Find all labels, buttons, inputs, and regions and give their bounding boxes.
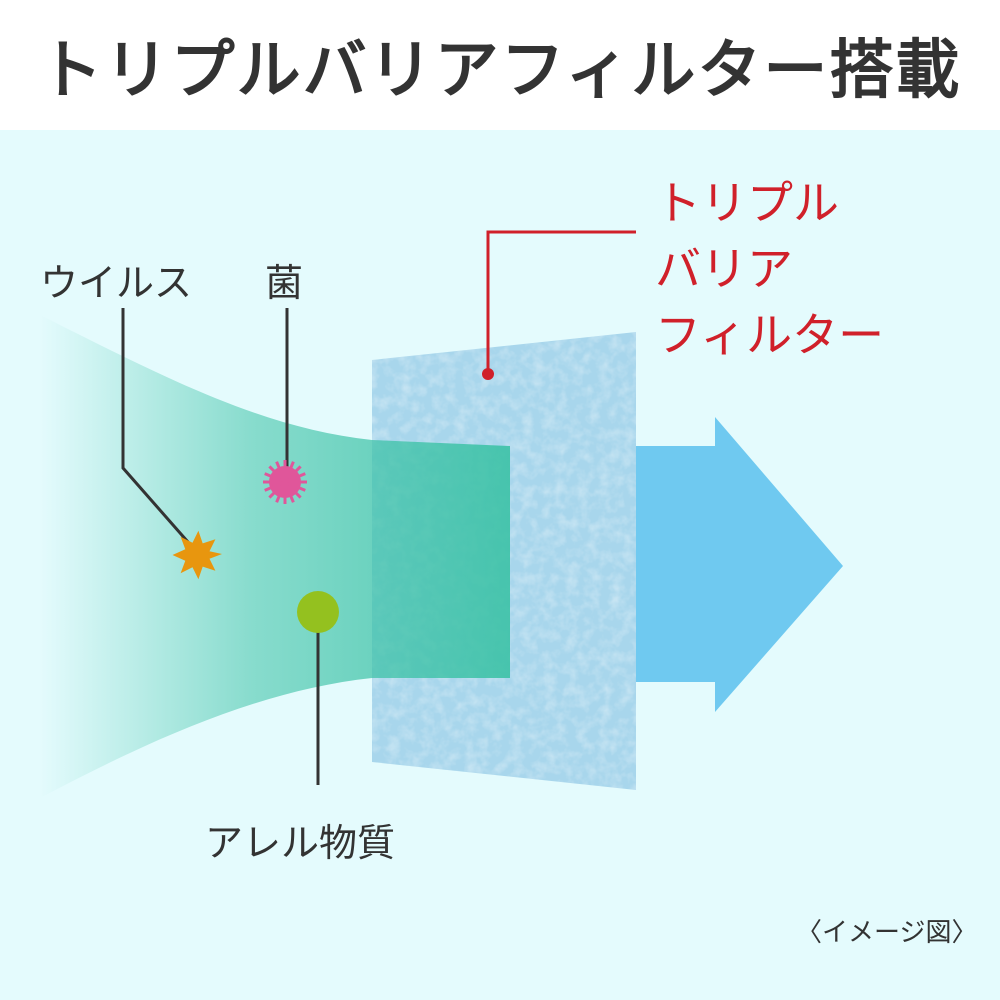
bacteria-label: 菌	[265, 261, 304, 305]
filter-leader-line	[486, 230, 636, 372]
virus-label: ウイルス	[40, 261, 193, 305]
header: トリプルバリアフィルター搭載	[0, 0, 1000, 130]
allergen-icon	[297, 591, 339, 633]
page-title: トリプルバリアフィルター搭載	[38, 34, 962, 108]
filter-label-line3: フィルター	[655, 308, 885, 362]
filter-diagram: ウイルス 菌 アレル物質 トリプル バリア フィルター 〈イメージ図〉	[0, 130, 1000, 1000]
filter-label-line1: トリプル	[655, 176, 839, 230]
filter-marker-dot	[482, 368, 494, 380]
diagram-illustration	[40, 230, 843, 798]
leader-lines	[121, 308, 320, 785]
image-caption: 〈イメージ図〉	[796, 918, 978, 948]
virus-icon	[172, 530, 222, 580]
bacteria-icon	[263, 460, 307, 504]
filter-label-line2: バリア	[655, 242, 793, 296]
arrow-right-icon	[636, 417, 843, 712]
air-stream	[40, 315, 510, 798]
filter-label: トリプル バリア フィルター	[655, 170, 884, 368]
allergen-label: アレル物質	[205, 821, 396, 865]
